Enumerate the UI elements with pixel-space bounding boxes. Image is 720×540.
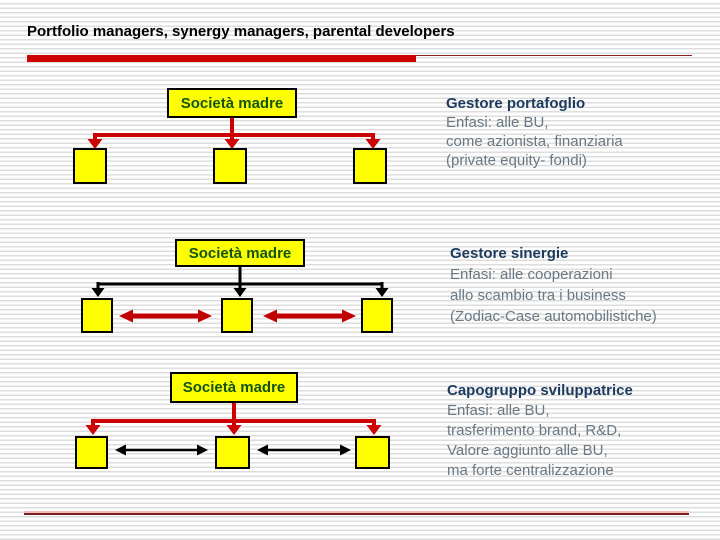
- description-line: Enfasi: alle BU,: [447, 402, 550, 419]
- description-block-3: Capogruppo sviluppatrice Enfasi: alle BU…: [447, 381, 633, 481]
- parent-box-diagram1: Società madre: [167, 88, 297, 118]
- parent-box-label: Società madre: [182, 379, 286, 396]
- child-box: [353, 148, 387, 184]
- diagram3-connector: [85, 401, 382, 435]
- diagram1-connector: [87, 116, 381, 149]
- child-box: [75, 436, 108, 469]
- parent-box-diagram2: Società madre: [175, 239, 305, 267]
- parent-box-label: Società madre: [180, 94, 284, 112]
- child-box: [81, 298, 113, 333]
- parent-box-label: Società madre: [188, 244, 292, 262]
- title-accent-bar: [27, 55, 416, 62]
- description-line: (private equity- fondi): [446, 152, 587, 169]
- slide-title: Portfolio managers, synergy managers, pa…: [27, 23, 455, 40]
- description-block-1: Gestore portafoglio Enfasi: alle BU, com…: [446, 94, 623, 170]
- diagram3-sibling-arrows: [115, 444, 351, 456]
- diagram2-sibling-arrows: [119, 309, 356, 323]
- description-line: trasferimento brand, R&D,: [447, 422, 622, 439]
- description-heading: Gestore sinergie: [450, 245, 569, 262]
- description-line: come azionista, finanziaria: [446, 133, 623, 150]
- description-line: ma forte centralizzazione: [447, 462, 614, 479]
- child-box: [355, 436, 390, 469]
- title-thin-line: [416, 55, 692, 56]
- description-heading: Capogruppo sviluppatrice: [447, 382, 633, 399]
- child-box: [221, 298, 253, 333]
- description-line: allo scambio tra i business: [450, 287, 626, 304]
- description-block-2: Gestore sinergie Enfasi: alle cooperazio…: [450, 243, 657, 327]
- footer-pink-line: [24, 511, 689, 513]
- description-line: Valore aggiunto alle BU,: [447, 442, 608, 459]
- description-line: Enfasi: alle BU,: [446, 114, 549, 131]
- footer-maroon-line: [24, 513, 689, 515]
- description-line: Enfasi: alle cooperazioni: [450, 266, 613, 283]
- child-box: [215, 436, 250, 469]
- parent-box-diagram3: Società madre: [170, 372, 298, 403]
- diagram2-connector: [91, 266, 389, 297]
- child-box: [361, 298, 393, 333]
- child-box: [213, 148, 247, 184]
- description-line: (Zodiac-Case automobilistiche): [450, 308, 657, 325]
- description-heading: Gestore portafoglio: [446, 95, 586, 112]
- child-box: [73, 148, 107, 184]
